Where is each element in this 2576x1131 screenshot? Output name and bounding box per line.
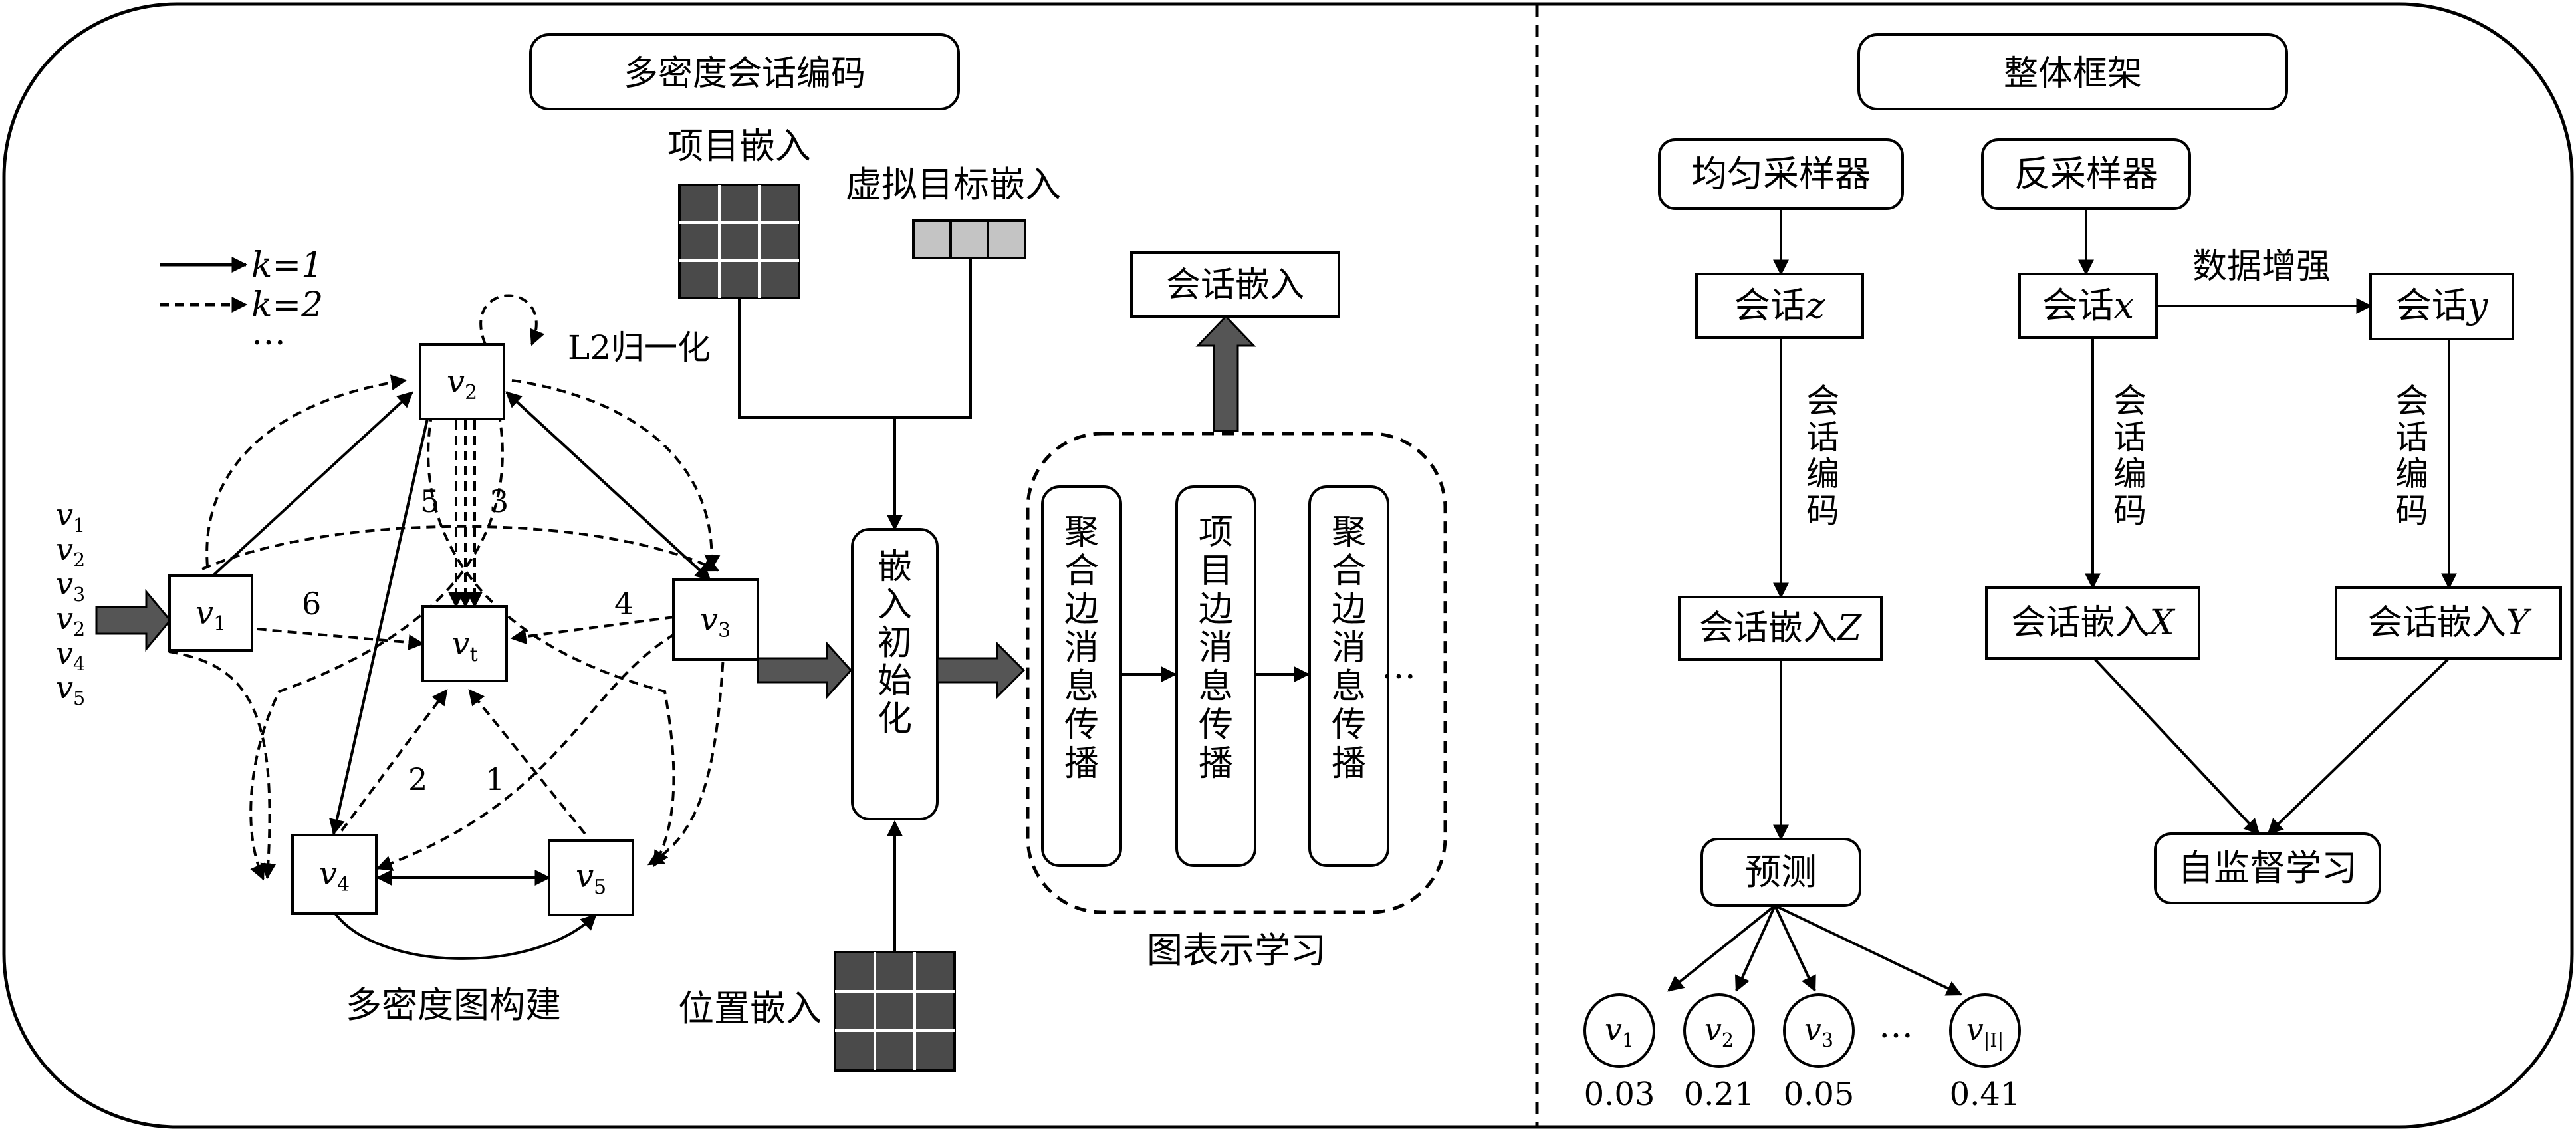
inverse-sampler-label: 反采样器 (2014, 153, 2158, 195)
session-y-box (2369, 273, 2514, 340)
sequence-item: v5 (56, 670, 85, 709)
emb-z-label: 会话嵌入Z (1699, 608, 1862, 648)
graph-caption: 多密度图构建 (346, 984, 561, 1026)
message-passing-label: 聚合边消息传播 (1332, 513, 1366, 784)
message-passing-blocks: 聚合边消息传播 项目边消息传播 聚合边消息传播 (1041, 485, 1389, 867)
output-node (1949, 993, 2021, 1068)
message-passing-label: 项目边消息传播 (1199, 513, 1233, 784)
output-node-label: v|I| (1966, 1011, 2004, 1051)
uniform-sampler-label: 均匀采样器 (1691, 153, 1871, 195)
emb-y-label: 会话嵌入Y (2368, 603, 2532, 643)
emb-x-box (1985, 586, 2200, 660)
node-v5 (548, 839, 634, 916)
virtual-target-label: 虚拟目标嵌入 (846, 164, 1061, 205)
left-section-title: 多密度会话编码 (624, 54, 866, 94)
framework-arrows (1667, 209, 2457, 996)
v3-to-init-arrow (757, 641, 853, 699)
right-section-title: 整体框架 (2004, 54, 2142, 94)
input-arrow (95, 588, 172, 652)
predict-label: 预测 (1745, 851, 1817, 893)
node-v1 (168, 574, 253, 652)
session-embedding-up-arrow (1195, 314, 1256, 432)
node-vt-label: vt (451, 625, 477, 666)
item-embedding-label: 项目嵌入 (667, 125, 811, 167)
input-connectors (738, 258, 972, 951)
session-z-box (1695, 273, 1864, 339)
output-node (1683, 993, 1755, 1068)
predict-box (1700, 838, 1861, 907)
legend-k1: k=1 (251, 245, 323, 285)
output-node (1783, 993, 1855, 1068)
weight-4: 4 (614, 586, 634, 622)
node-v4-label: v4 (319, 855, 350, 896)
item-embedding-grid (678, 184, 800, 299)
output-score: 0.21 (1684, 1076, 1755, 1113)
output-node-label: v3 (1804, 1011, 1833, 1051)
position-embedding-label: 位置嵌入 (678, 987, 822, 1029)
encode-label-z: 会话编码 (1806, 382, 1839, 530)
weight-2: 2 (408, 761, 427, 797)
output-score: 0.05 (1784, 1076, 1855, 1113)
message-passing-block (1041, 485, 1122, 867)
legend: k=1 k=2 … (160, 245, 323, 353)
encode-labels: 会话编码 会话编码 会话编码 (1806, 382, 2428, 530)
output-node-label: v1 (1605, 1011, 1634, 1051)
sequence-item: v1 (56, 497, 85, 537)
sequence-item: v2 (56, 600, 85, 640)
output-node (1583, 993, 1655, 1068)
session-x-box (2018, 273, 2158, 339)
self-supervised-label: 自监督学习 (2178, 847, 2357, 889)
emb-y-box (2335, 586, 2562, 660)
self-supervised-box (2154, 832, 2381, 904)
position-embedding-grid (834, 951, 956, 1072)
weight-5: 5 (420, 483, 439, 519)
graph-nodes (168, 343, 759, 916)
augmentation-label: 数据增强 (2192, 247, 2331, 287)
encode-label-y: 会话编码 (2395, 382, 2428, 530)
session-embedding-output: 会话嵌入 (1166, 265, 1304, 305)
sequence-item: v3 (56, 566, 85, 606)
emb-z-box (1678, 596, 1883, 661)
sequence-item: v2 (56, 531, 85, 571)
node-v4 (291, 834, 378, 915)
message-passing-label: 聚合边消息传播 (1064, 513, 1099, 784)
emb-x-label: 会话嵌入X (2011, 603, 2175, 643)
graph-learning-caption: 图表示学习 (1147, 930, 1326, 971)
virtual-target-embedding (912, 219, 1026, 259)
sequence-item: v4 (56, 635, 85, 675)
output-score: 0.41 (1950, 1076, 2021, 1113)
output-node-label: v2 (1704, 1011, 1734, 1051)
node-v2 (419, 343, 505, 420)
prediction-outputs: v1 0.03 v2 0.21 v3 0.05 v|I| 0.41 (1583, 993, 2021, 1113)
node-v1-label: v1 (195, 594, 226, 636)
graph-learning-container (1026, 432, 1447, 914)
embedding-init-label: 嵌入初始化 (878, 547, 912, 739)
l2-norm-label: L2归一化 (568, 328, 711, 367)
node-v2-label: v2 (447, 363, 477, 404)
init-to-learning-arrow (936, 641, 1026, 699)
weight-6: 6 (302, 586, 321, 622)
node-v5-label: v5 (576, 858, 606, 899)
weight-1: 1 (485, 761, 505, 797)
graph-node-labels: v2 v1 vt v3 v4 v5 (195, 363, 731, 899)
session-z-label: 会话z (1734, 285, 1825, 326)
graph-edges (168, 294, 726, 960)
session-y-label: 会话y (2396, 285, 2489, 326)
session-embedding-output-box (1130, 251, 1340, 318)
encode-label-x: 会话编码 (2113, 382, 2147, 530)
weight-3: 3 (489, 483, 509, 519)
node-vt (421, 605, 508, 682)
node-v3 (672, 578, 759, 661)
node-v3-label: v3 (700, 601, 731, 642)
legend-more: … (251, 313, 286, 353)
output-score: 0.03 (1584, 1076, 1655, 1113)
outputs-ellipsis: … (1879, 1006, 1913, 1046)
message-passing-ellipsis: … (1381, 647, 1416, 687)
session-x-label: 会话x (2042, 285, 2134, 326)
legend-k2: k=2 (251, 285, 323, 325)
